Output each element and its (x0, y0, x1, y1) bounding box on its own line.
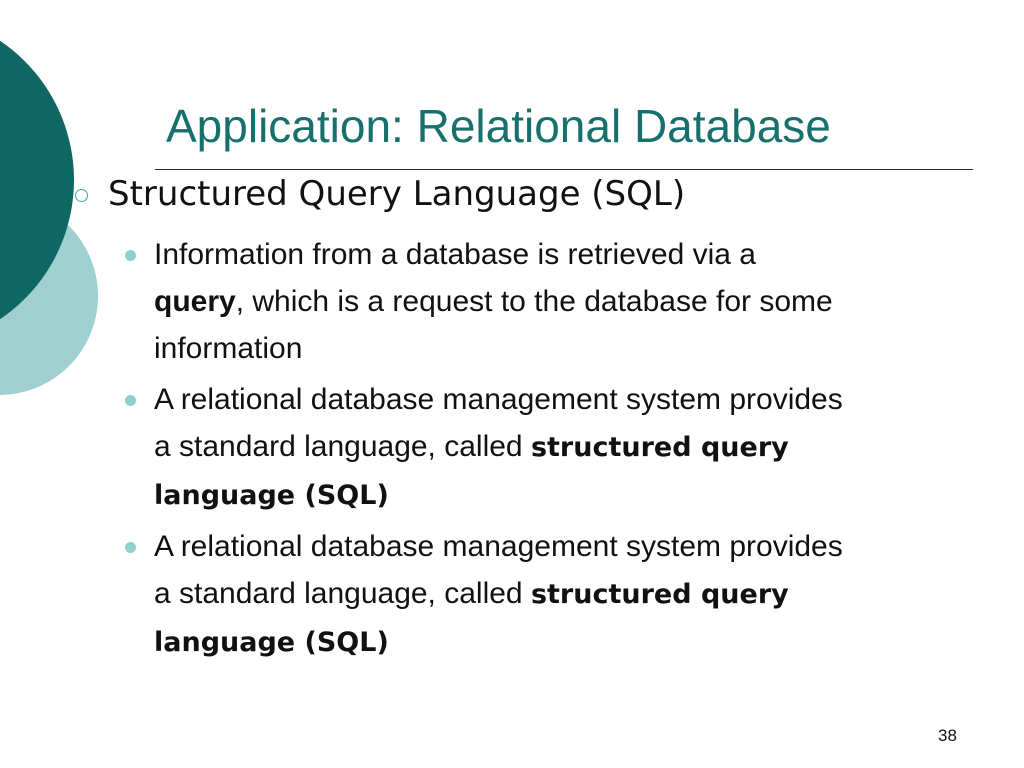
bold-term: query (154, 285, 236, 318)
filled-circle-bullet-icon (125, 395, 136, 406)
slide-title: Application: Relational Database (166, 100, 831, 152)
page-number: 38 (938, 726, 957, 745)
bold-term: language (SQL) (154, 627, 389, 658)
filled-circle-bullet-icon (125, 250, 136, 261)
bullet-line: language (SQL) (154, 618, 984, 666)
bullet-list: Information from a database is retrieved… (125, 231, 984, 670)
filled-circle-bullet-icon (125, 542, 136, 553)
bullet-line: information (154, 332, 303, 365)
bullet-item-query: Information from a database is retrieved… (125, 231, 984, 372)
bullet-line: language (SQL) (154, 471, 984, 519)
bullet-text: a standard language, called (154, 430, 531, 463)
bullet-text: a standard language, called (154, 577, 531, 610)
bullet-line: A relational database management system … (154, 530, 843, 563)
bullet-item-sql: A relational database management system … (125, 376, 984, 519)
bullet-text: , which is a request to the database for… (235, 285, 833, 318)
hollow-circle-bullet-icon (75, 189, 88, 202)
bold-term: language (SQL) (154, 480, 389, 511)
bullet-line: a standard language, called structured q… (154, 423, 984, 471)
level1-bullet-text: Structured Query Language (SQL) (108, 174, 686, 214)
bold-term: structured query (530, 432, 789, 463)
bullet-item-sql-repeat: A relational database management system … (125, 523, 984, 666)
bold-term: structured query (530, 579, 789, 610)
title-divider (155, 169, 973, 170)
bullet-line: query, which is a request to the databas… (154, 278, 984, 325)
bullet-line: A relational database management system … (154, 383, 843, 416)
bullet-line: a standard language, called structured q… (154, 570, 984, 618)
bullet-line: Information from a database is retrieved… (154, 238, 756, 271)
